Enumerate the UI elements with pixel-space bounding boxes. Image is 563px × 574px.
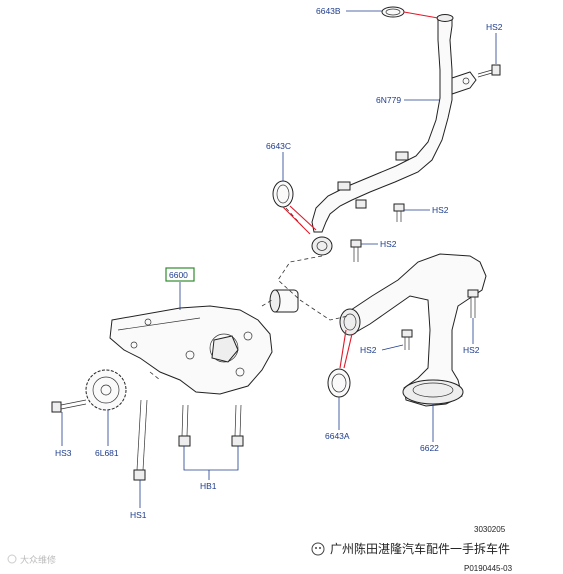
watermark-left-text: 大众维修	[20, 554, 56, 565]
watermark-right-text: 广州陈田湛隆汽车配件一手拆车件	[330, 541, 510, 556]
callout-6l681: 6L681	[95, 448, 119, 458]
pump-sleeve	[269, 289, 299, 313]
callout-6643c: 6643C	[266, 141, 291, 151]
o-ring-6643b	[381, 6, 405, 18]
callout-6643a: 6643A	[325, 431, 350, 441]
callout-leaders	[61, 10, 497, 508]
callout-6600: 6600	[169, 270, 188, 280]
callout-6622: 6622	[420, 443, 439, 453]
callout-6643b: 6643B	[316, 6, 341, 16]
highlight-lines	[282, 11, 439, 369]
sprocket-6l681	[85, 369, 127, 411]
bolt-hs1	[133, 399, 148, 481]
callout-hs2-left: HS2	[360, 345, 377, 355]
bolt-hs2-mid1	[393, 203, 405, 222]
figure-code-2: P0190445-03	[464, 564, 513, 573]
bolt-hb1-right	[231, 404, 244, 447]
callout-hs2-right: HS2	[463, 345, 480, 355]
callout-hs3: HS3	[55, 448, 72, 458]
callout-hs2-mid1: HS2	[432, 205, 449, 215]
callout-6600-box	[165, 267, 195, 282]
callout-6n779: 6N779	[376, 95, 401, 105]
bolt-hs2-mid2	[350, 239, 362, 262]
oil-pipe-6n779	[311, 14, 477, 256]
oil-pickup-6622	[339, 253, 487, 407]
callout-hs2-mid2: HS2	[380, 239, 397, 249]
callout-hs1: HS1	[130, 510, 147, 520]
watermark-left: 大众维修	[7, 554, 56, 565]
oil-pump-6600	[109, 305, 273, 395]
bolt-hs2-right	[467, 289, 479, 318]
watermark-right: 广州陈田湛隆汽车配件一手拆车件	[311, 541, 510, 556]
bolt-hs2-left	[401, 329, 413, 350]
callout-hb1: HB1	[200, 481, 217, 491]
callout-hs2-top: HS2	[486, 22, 503, 32]
figure-code-1: 3030205	[474, 525, 506, 534]
bolt-hb1-left	[178, 404, 191, 447]
bolt-hs3	[51, 399, 87, 413]
bolt-hs2-top	[477, 64, 501, 78]
o-ring-6643a	[327, 368, 351, 398]
